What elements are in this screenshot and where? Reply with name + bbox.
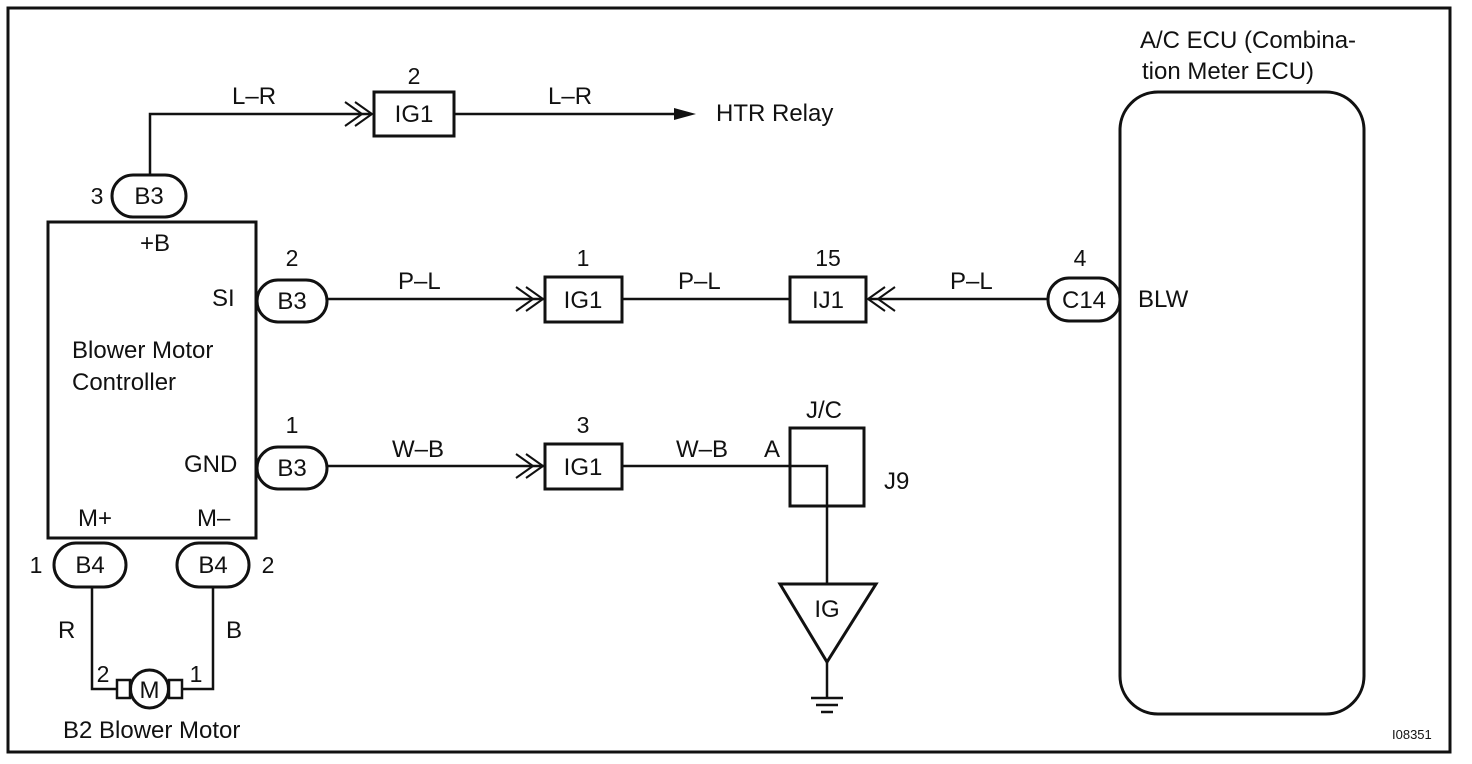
connector-b4-left	[52, 541, 128, 589]
junction-connector-id: J9	[884, 468, 909, 495]
connector-ij1-label: IJ1	[812, 287, 844, 314]
connector-b3-top	[110, 173, 188, 219]
terminal-m-minus-label: M–	[197, 505, 231, 532]
wire-b-motor	[181, 587, 215, 691]
wire-label-lr-top-left: L–R	[232, 83, 276, 110]
connector-arrow-ig1-top	[344, 101, 364, 127]
connector-arrow-ig1-mid-2	[525, 286, 545, 312]
wire-label-wb-bot-right: W–B	[676, 436, 728, 463]
ground-point-ig-label: IG	[814, 596, 839, 623]
connector-arrow-ig1-mid	[515, 286, 535, 312]
connector-ig1-bot-pin: 3	[577, 412, 590, 438]
terminal-plus-b-label: +B	[140, 230, 170, 257]
figure-id: I08351	[1392, 727, 1432, 742]
connector-b3-top-pin: 3	[91, 183, 104, 209]
connector-b3-si-pin: 2	[286, 245, 299, 271]
motor-symbol-letter: M	[140, 677, 160, 704]
wire-lr-top-left	[148, 112, 372, 175]
wire-label-wb-bot-left: W–B	[392, 436, 444, 463]
controller-name-line1: Blower Motor	[72, 337, 213, 364]
wire-label-r: R	[58, 617, 75, 644]
connector-c14-pin: 4	[1074, 245, 1087, 271]
connector-ig1-bot-box	[543, 442, 624, 491]
connector-b3-gnd-pin: 1	[286, 412, 299, 438]
connector-ig1-top-pin: 2	[408, 63, 421, 89]
connector-b4-left-pin: 1	[30, 552, 43, 578]
ac-ecu-box	[1118, 90, 1366, 716]
junction-connector-name: J/C	[806, 397, 842, 424]
connector-ig1-mid-box	[543, 275, 624, 324]
connector-ij1-box	[788, 275, 868, 324]
blower-motor-name: B2 Blower Motor	[63, 717, 240, 744]
blower-motor-controller-box	[46, 220, 258, 540]
junction-connector-box	[788, 426, 866, 508]
ac-ecu-terminal-blw: BLW	[1138, 286, 1189, 313]
ac-ecu-name-line2: tion Meter ECU)	[1142, 58, 1314, 85]
connector-b4-left-label: B4	[75, 552, 104, 579]
terminal-si-label: SI	[212, 285, 235, 312]
htr-relay-label: HTR Relay	[716, 100, 833, 127]
wire-label-pl-mid-left: P–L	[398, 268, 441, 295]
wire-label-pl-mid-center: P–L	[678, 268, 721, 295]
connector-arrow-ig1-bot-2	[525, 453, 545, 479]
connector-arrow-ig1-top-2	[354, 101, 374, 127]
diagram-frame	[6, 6, 1452, 754]
motor-symbol	[129, 668, 170, 710]
wire-label-pl-mid-right: P–L	[950, 268, 993, 295]
connector-b3-gnd-label: B3	[277, 455, 306, 482]
htr-relay-arrow	[674, 108, 696, 120]
wire-label-b: B	[226, 617, 242, 644]
wire-r-motor	[90, 587, 118, 691]
connector-ig1-bot-label: IG1	[564, 454, 603, 481]
junction-connector-pin: A	[764, 436, 780, 463]
connector-arrow-ig1-bot	[515, 453, 535, 479]
wire-label-lr-top-right: L–R	[548, 83, 592, 110]
ground-point-ig	[777, 582, 879, 665]
connector-b4-right-pin: 2	[262, 552, 275, 578]
connector-c14-label: C14	[1062, 287, 1106, 314]
wire-wb-bot-right	[622, 464, 829, 584]
motor-pin-left: 2	[97, 661, 110, 687]
connector-ig1-mid-label: IG1	[564, 287, 603, 314]
connector-b3-si-label: B3	[277, 288, 306, 315]
motor-pin-right: 1	[190, 661, 203, 687]
controller-name-line2: Controller	[72, 369, 176, 396]
connector-ig1-mid-pin: 1	[577, 245, 590, 271]
ac-ecu-name-line1: A/C ECU (Combina-	[1140, 27, 1356, 54]
terminal-gnd-label: GND	[184, 451, 237, 478]
motor-left-terminal	[115, 678, 132, 700]
connector-ig1-top-label: IG1	[395, 101, 434, 128]
connector-ij1-pin: 15	[815, 245, 841, 271]
motor-right-terminal	[167, 678, 184, 700]
connector-b4-right-label: B4	[198, 552, 227, 579]
connector-b3-gnd	[255, 445, 329, 491]
terminal-m-plus-label: M+	[78, 505, 112, 532]
connector-b3-si	[255, 278, 329, 324]
connector-b3-top-label: B3	[134, 183, 163, 210]
